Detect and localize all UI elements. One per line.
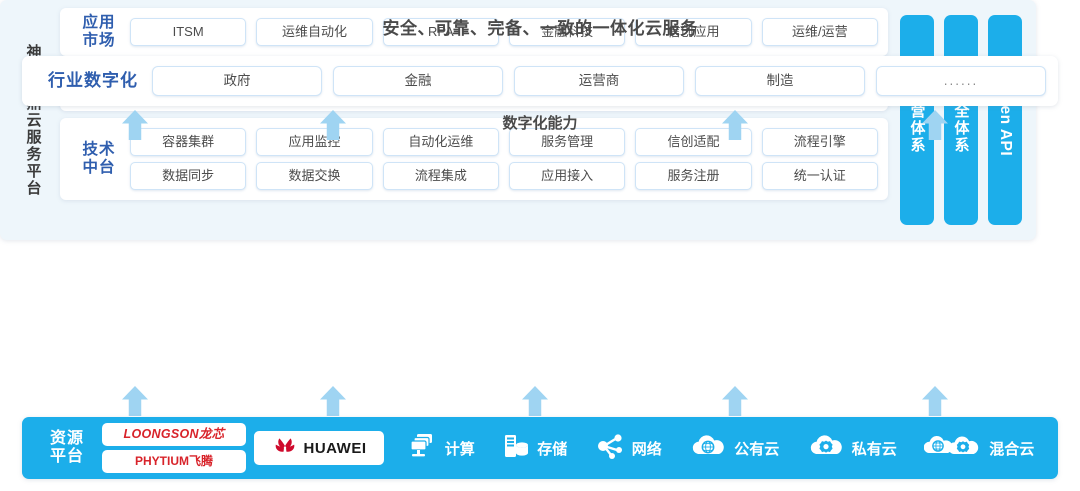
network-nodes-icon: [595, 432, 625, 465]
resource-item[interactable]: 网络: [595, 432, 662, 465]
resource-item-label: 混合云: [989, 440, 1035, 458]
capability-cell[interactable]: 数据同步: [130, 162, 247, 190]
tier-row: 数据同步数据交换流程集成应用接入服务注册统一认证: [130, 162, 878, 190]
huawei-flower-icon: [272, 435, 298, 462]
capability-cell[interactable]: 容器集群: [130, 128, 247, 156]
cpu-vendor-logo-stack: LOONGSON龙芯 PHYTIUM飞腾: [98, 423, 246, 473]
industry-chip[interactable]: 政府: [152, 66, 322, 96]
up-arrow-icon: [922, 386, 948, 416]
storage-disk-icon: [502, 432, 530, 465]
up-arrow-icon: [722, 386, 748, 416]
capability-cell[interactable]: 应用监控: [256, 128, 373, 156]
up-arrow-icon: [320, 386, 346, 416]
resource-item[interactable]: 存储: [502, 432, 567, 465]
tier-tech: 技术 中台容器集群应用监控自动化运维服务管理信创适配流程引擎数据同步数据交换流程…: [60, 118, 888, 200]
capability-cell[interactable]: 自动化运维: [382, 128, 499, 156]
capability-cell[interactable]: 流程集成: [382, 162, 499, 190]
industry-chip[interactable]: 制造: [695, 66, 865, 96]
tier-body-tech: 容器集群应用监控自动化运维服务管理信创适配流程引擎数据同步数据交换流程集成应用接…: [130, 128, 878, 190]
industry-row-label: 行业数字化: [48, 71, 138, 91]
public-cloud-globe-icon: [689, 432, 727, 465]
capability-cell[interactable]: 运维/运营: [761, 18, 878, 46]
resource-platform-bar: 资源 平台 LOONGSON龙芯 PHYTIUM飞腾 HUAWEI 计算 存储 网络 公…: [22, 417, 1058, 479]
tier-row: 容器集群应用监控自动化运维服务管理信创适配流程引擎: [130, 128, 878, 156]
capability-cell[interactable]: 统一认证: [761, 162, 878, 190]
hybrid-cloud-icon: [923, 432, 982, 465]
phytium-logo: PHYTIUM飞腾: [102, 450, 246, 473]
capability-cell[interactable]: 服务注册: [635, 162, 752, 190]
industry-chip-list: 政府金融运营商制造......: [152, 66, 1046, 96]
industry-row: 行业数字化 政府金融运营商制造......: [22, 56, 1058, 106]
resource-item-list: 计算 存储 网络 公有云 私有云 混合云: [384, 432, 1048, 465]
capability-cell[interactable]: 信创应用: [635, 18, 752, 46]
capability-cell[interactable]: 应用接入: [508, 162, 626, 190]
up-arrow-icon: [522, 386, 548, 416]
private-cloud-gear-icon: [807, 432, 845, 465]
huawei-logo-pill: HUAWEI: [254, 431, 384, 465]
tier-label-tech: 技术 中台: [82, 141, 116, 176]
capability-band-label: 数字化能力: [502, 115, 578, 132]
compute-servers-icon: [408, 432, 438, 465]
resource-item-label: 网络: [631, 440, 662, 458]
huawei-logo-text: HUAWEI: [303, 439, 367, 457]
capability-cell[interactable]: 流程引擎: [761, 128, 878, 156]
resource-item-label: 计算: [444, 440, 475, 458]
tier-row: ITSM 运维自动化 RPA 金融科技信创应用运维/运营: [130, 18, 878, 46]
resource-item[interactable]: 公有云: [689, 432, 779, 465]
capability-cell[interactable]: RPA: [382, 18, 499, 46]
loongson-logo: LOONGSON龙芯: [102, 423, 246, 446]
page-title: 安全、可靠、完备、一致的一体化云服务: [382, 19, 698, 38]
industry-chip[interactable]: 运营商: [514, 66, 684, 96]
capability-cell[interactable]: 数据交换: [256, 162, 373, 190]
resource-item[interactable]: 私有云: [807, 432, 897, 465]
up-arrow-icon: [122, 386, 148, 416]
tier-app: 应用 市场 ITSM 运维自动化 RPA 金融科技信创应用运维/运营: [60, 8, 888, 56]
capability-cell[interactable]: 服务管理: [508, 128, 626, 156]
resource-platform-label: 资源 平台: [49, 430, 84, 465]
industry-chip[interactable]: 金融: [333, 66, 503, 96]
tier-label-app: 应用 市场: [82, 14, 116, 49]
capability-cell[interactable]: 金融科技: [508, 18, 626, 46]
resource-item[interactable]: 混合云: [923, 432, 1035, 465]
tier-body-app: ITSM 运维自动化 RPA 金融科技信创应用运维/运营: [130, 18, 878, 46]
resource-item-label: 公有云: [734, 440, 780, 458]
resource-item-label: 私有云: [851, 440, 897, 458]
resource-item[interactable]: 计算: [408, 432, 475, 465]
pillar-2[interactable]: 安全体系: [944, 15, 978, 225]
capability-cell[interactable]: 运维自动化: [256, 18, 373, 46]
industry-chip[interactable]: ......: [876, 66, 1046, 96]
capability-cell[interactable]: ITSM: [130, 18, 247, 46]
resource-item-label: 存储: [537, 440, 568, 458]
